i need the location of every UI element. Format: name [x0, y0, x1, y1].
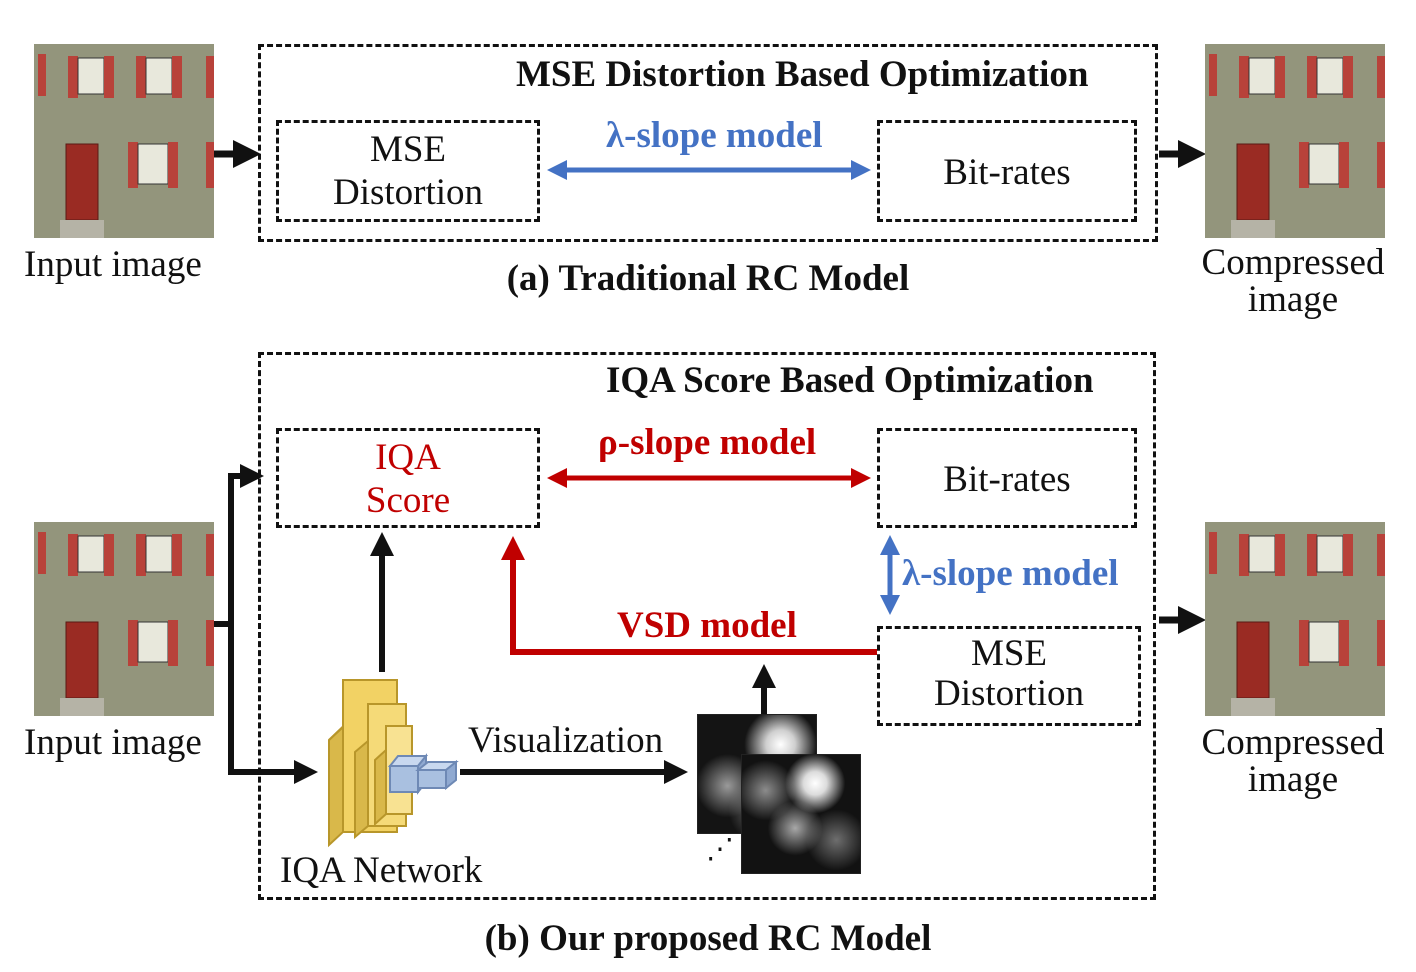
bottom-mse-line2: Distortion: [933, 673, 1085, 714]
vsd-path: [501, 536, 877, 655]
bottom-mse-box: [877, 626, 1141, 726]
bottom-input-image: [34, 522, 214, 716]
saliency-map-front: [741, 754, 861, 874]
bottom-mse-text: MSE Distortion: [877, 634, 1141, 714]
iqa-score-line2: Score: [365, 480, 451, 521]
top-bitrates-label: Bit-rates: [943, 152, 1071, 193]
top-output-label-line2: image: [1247, 279, 1339, 320]
rho-slope-label: ρ-slope model: [598, 422, 817, 463]
iqa-score-line1: IQA: [375, 437, 441, 478]
top-output-image: [1205, 44, 1385, 238]
bottom-lambda-label: λ-slope model: [902, 553, 1119, 594]
bottom-output-label-line1: Compressed: [1201, 722, 1385, 763]
bottom-input-split: [214, 464, 264, 627]
top-mse-line1: MSE: [369, 129, 447, 170]
heatmap-ellipsis: ⋰: [706, 834, 734, 865]
bottom-input-label: Input image: [24, 722, 202, 763]
bottom-output-image: [1205, 522, 1385, 716]
bottom-caption: (b) Our proposed RC Model: [484, 918, 932, 959]
vsd-label: VSD model: [617, 605, 797, 646]
bottom-bitrates-box: [877, 428, 1137, 528]
bottom-output-label-line2: image: [1247, 759, 1339, 800]
top-input-image: [34, 44, 214, 238]
top-input-label: Input image: [24, 244, 202, 285]
iqa-network-icon: [328, 679, 459, 848]
bottom-mse-line1: MSE: [970, 633, 1048, 674]
bottom-frame-title: IQA Score Based Optimization: [606, 360, 1094, 401]
iqa-score-text: IQA Score: [276, 436, 540, 522]
top-mse-box: [276, 120, 540, 222]
bottom-optimization-frame: [258, 352, 1156, 900]
iqa-network-label: IQA Network: [280, 850, 483, 891]
iqa-score-box: [276, 428, 540, 528]
top-mse-line2: Distortion: [332, 172, 484, 213]
top-frame-title: MSE Distortion Based Optimization: [516, 54, 1089, 95]
top-caption: (a) Traditional RC Model: [506, 258, 910, 299]
top-lambda-label: λ-slope model: [606, 115, 823, 156]
visualization-label: Visualization: [468, 720, 664, 761]
top-mse-text: MSE Distortion: [276, 128, 540, 214]
bottom-output-label: Compressed image: [1186, 724, 1400, 798]
top-output-label: Compressed image: [1186, 244, 1400, 318]
top-optimization-frame: [258, 44, 1158, 242]
bottom-input-to-network: [228, 624, 318, 784]
top-bitrates-box: [877, 120, 1137, 222]
top-output-label-line1: Compressed: [1201, 242, 1385, 283]
bottom-bitrates-label: Bit-rates: [943, 459, 1071, 500]
